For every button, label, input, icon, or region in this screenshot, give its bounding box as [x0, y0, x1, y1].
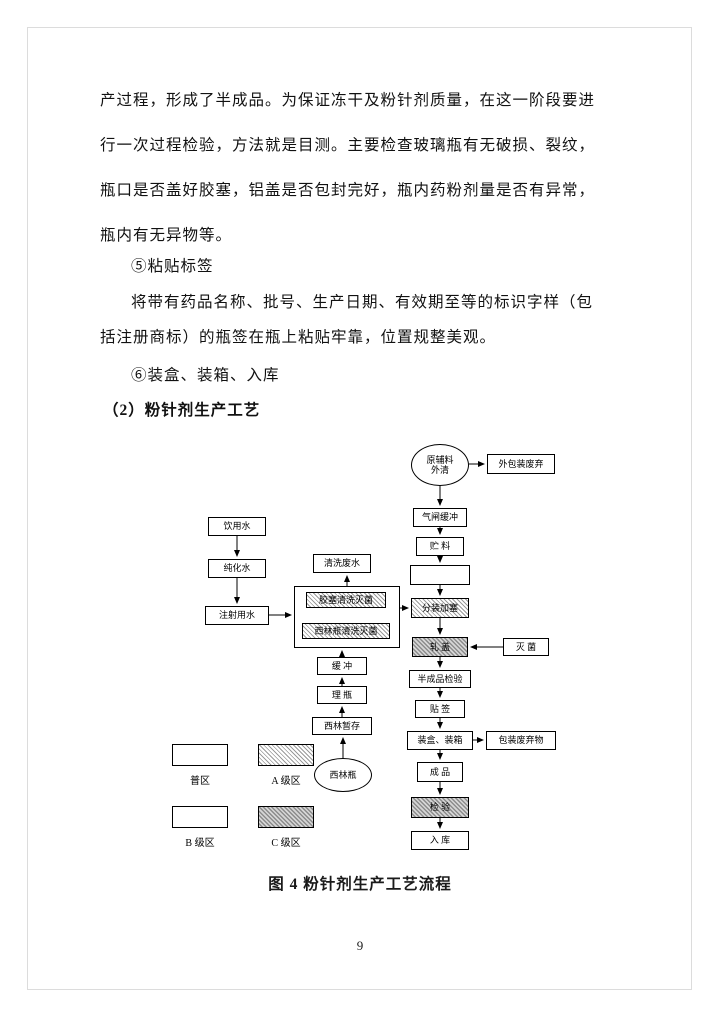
paragraph-line: 产过程，形成了半成品。为保证冻干及粉针剂质量，在这一阶段要进	[100, 92, 596, 109]
list-item-6: ⑥装盒、装箱、入库	[131, 367, 280, 384]
flow-node-labeling: 贴 签	[415, 700, 465, 718]
flow-node-blank	[410, 565, 470, 585]
legend-label-grade-a: A 级区	[271, 776, 301, 787]
legend-label-general-area: 普区	[190, 776, 210, 787]
legend-swatch-grade-b	[172, 806, 228, 828]
legend-label-grade-b: B 级区	[185, 838, 215, 849]
page-number: 9	[356, 938, 364, 953]
flow-node-vial-temp-storage: 西林暂存	[312, 717, 372, 735]
legend-swatch-grade-c	[258, 806, 314, 828]
flow-node-sterilization: 灭 菌	[503, 638, 549, 656]
section-heading: （2）粉针剂生产工艺	[103, 402, 261, 419]
flow-node-filling-stoppering: 分装加塞	[411, 598, 469, 618]
legend-label-grade-c: C 级区	[271, 838, 301, 849]
figure-caption: 图 4 粉针剂生产工艺流程	[268, 876, 452, 893]
paragraph-line: 括注册商标）的瓶签在瓶上粘贴牢靠，位置规整美观。	[100, 329, 497, 346]
paragraph-line: 瓶内有无异物等。	[100, 227, 233, 244]
flow-node-drinking-water: 饮用水	[208, 517, 266, 536]
flow-node-warehousing: 入 库	[411, 831, 469, 850]
flow-node-raw-material-cleaning: 原辅料 外清	[411, 444, 469, 486]
flow-node-final-inspection: 检 验	[411, 797, 469, 818]
legend-swatch-general-area	[172, 744, 228, 766]
flow-node-boxing-packing: 装盒、装箱	[407, 731, 473, 750]
paragraph-line: 将带有药品名称、批号、生产日期、有效期至等的标识字样（包	[131, 294, 594, 311]
flow-node-buffer: 缓 冲	[317, 657, 367, 675]
flow-node-injection-water: 注射用水	[205, 606, 269, 625]
flow-node-vial-washing: 西林瓶清洗灭菌	[302, 623, 390, 639]
flow-node-cleaning-wastewater: 清洗废水	[313, 554, 371, 573]
flow-node-packaging-waste: 包装废弃物	[486, 731, 556, 750]
legend-swatch-grade-a	[258, 744, 314, 766]
flow-node-vial: 西林瓶	[314, 758, 372, 792]
paragraph-line: 瓶口是否盖好胶塞，铝盖是否包封完好，瓶内药粉剂量是否有异常，	[100, 182, 596, 199]
flow-node-purified-water: 纯化水	[208, 559, 266, 578]
list-item-5: ⑤粘贴标签	[131, 258, 214, 275]
page-border	[27, 27, 692, 990]
flow-node-stopper-washing: 胶塞清洗灭菌	[306, 592, 386, 608]
flow-node-capping: 轧 盖	[412, 637, 468, 657]
flow-node-material-storage: 贮 料	[416, 537, 464, 556]
flow-node-finished-product: 成 品	[417, 762, 463, 782]
paragraph-line: 行一次过程检验，方法就是目测。主要检查玻璃瓶有无破损、裂纹，	[100, 137, 596, 154]
flow-node-bottle-arranging: 理 瓶	[317, 686, 367, 704]
flow-node-outer-packaging-discard: 外包装废弃	[487, 454, 555, 474]
flow-node-air-lock-buffer: 气闸缓冲	[413, 508, 467, 527]
flow-node-semi-product-inspection: 半成品检验	[409, 670, 471, 688]
